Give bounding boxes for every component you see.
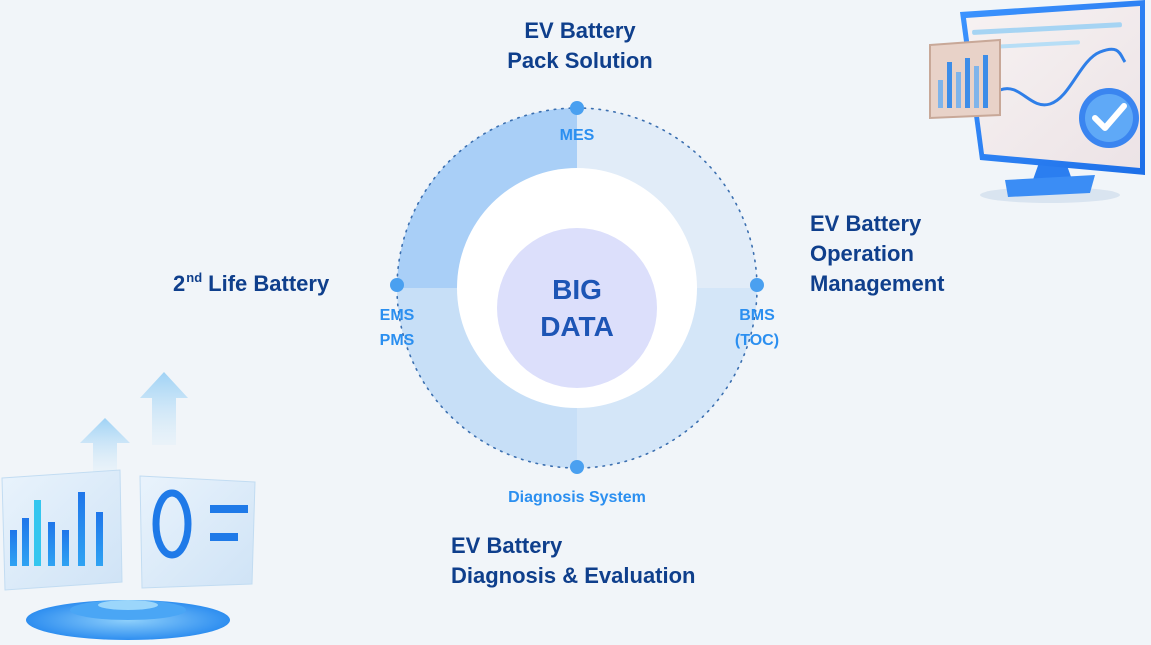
node-title-top-line2: Pack Solution (507, 48, 653, 73)
bar-chart-upload-arrows-icon (1, 372, 256, 640)
node-title-right-line1: EV Battery (810, 211, 922, 236)
ring-label-top: MES (547, 123, 607, 148)
node-title-left-main: 2 (173, 271, 186, 296)
node-title-top-line1: EV Battery (524, 18, 636, 43)
ring-label-bottom: Diagnosis System (475, 485, 679, 510)
ring-label-right-line1: BMS (739, 307, 775, 324)
node-title-top: EV Battery Pack Solution (480, 16, 680, 76)
node-title-left: 2nd Life Battery (173, 269, 329, 299)
ring-label-right: BMS (TOC) (722, 303, 792, 353)
node-title-left-rest: Life Battery (208, 271, 330, 296)
monitor-chart-checkmark-icon (929, 0, 1145, 203)
node-title-right-line3: Management (810, 271, 945, 296)
hub-line1: BIG (552, 274, 602, 305)
node-title-right: EV Battery Operation Management (810, 209, 944, 299)
ring-label-left: EMS PMS (364, 303, 430, 353)
node-title-bottom: EV Battery Diagnosis & Evaluation (451, 531, 696, 591)
node-title-left-sup: nd (186, 270, 203, 285)
ring-label-top-text: MES (559, 127, 595, 144)
ring-label-right-line2: (TOC) (734, 332, 780, 349)
node-dot-bottom (570, 460, 584, 474)
big-data-hub: BIG DATA (497, 228, 657, 388)
hub-line2: DATA (540, 311, 614, 342)
node-title-bottom-line1: EV Battery (451, 533, 563, 558)
ring-label-bottom-text: Diagnosis System (508, 489, 646, 506)
node-dot-left (390, 278, 404, 292)
ring-label-left-line2: PMS (379, 332, 415, 349)
node-dot-top (570, 101, 584, 115)
node-title-right-line2: Operation (810, 241, 914, 266)
node-title-bottom-line2: Diagnosis & Evaluation (451, 563, 696, 588)
ring-label-left-line1: EMS (379, 307, 415, 324)
node-dot-right (750, 278, 764, 292)
